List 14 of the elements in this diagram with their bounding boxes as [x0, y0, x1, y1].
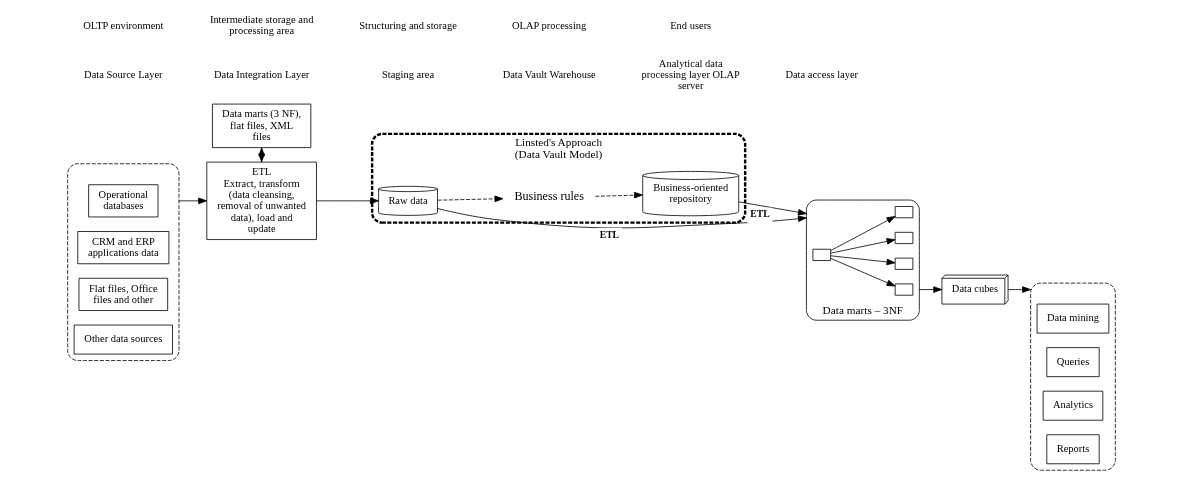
edge-label: ETL: [749, 208, 770, 220]
label: Intermediate storage and processing area: [209, 13, 313, 37]
label: Staging area: [381, 68, 434, 80]
label: Data Integration Layer: [213, 68, 309, 80]
label: OLAP processing: [511, 19, 586, 31]
label: Data access layer: [784, 68, 858, 80]
label: Data Source Layer: [83, 68, 163, 80]
edge-label: ETL: [599, 228, 619, 240]
label: Data Vault Warehouse: [502, 68, 596, 80]
node-text: Business rules: [513, 189, 584, 204]
label: End users: [669, 19, 711, 31]
label: Structuring and storage: [358, 19, 457, 31]
label: Analytical data processing layer OLAP server: [641, 57, 740, 92]
label: OLTP environment: [82, 19, 164, 31]
